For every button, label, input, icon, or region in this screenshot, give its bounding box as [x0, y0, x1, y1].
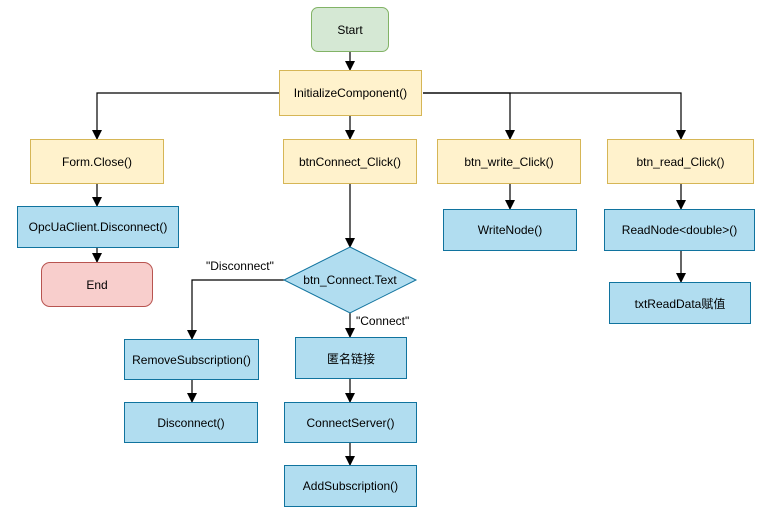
- add-subscription-node: AddSubscription(): [284, 465, 417, 507]
- read-node-node: ReadNode<double>(): [604, 209, 755, 251]
- initialize-component-node: InitializeComponent(): [279, 70, 422, 116]
- write-node-node: WriteNode(): [443, 209, 577, 251]
- edge-label-disconnect: "Disconnect": [205, 259, 275, 273]
- txt-read-data-assign-node: txtReadData赋值: [609, 282, 751, 324]
- remove-subscription-node: RemoveSubscription(): [124, 339, 259, 380]
- edge-init-formclose: [92, 92, 280, 140]
- btn-write-click-node: btn_write_Click(): [437, 139, 581, 184]
- end-node: End: [41, 262, 153, 307]
- edge-init-btnread: [423, 92, 686, 140]
- form-close-node: Form.Close(): [30, 139, 164, 184]
- btn-connect-text-decision: btn_Connect.Text: [303, 273, 397, 287]
- start-node: Start: [311, 7, 389, 52]
- anonymous-link-node: 匿名链接: [295, 337, 407, 379]
- disconnect-node: Disconnect(): [124, 402, 258, 443]
- btn-connect-click-node: btnConnect_Click(): [283, 139, 417, 184]
- btn-connect-text-decision-shape: [282, 246, 418, 314]
- edge-decision-removesub: [187, 279, 284, 340]
- edge-label-connect: "Connect": [355, 314, 411, 328]
- edge-init-btnwrite: [423, 92, 515, 140]
- btn-read-click-node: btn_read_Click(): [607, 139, 754, 184]
- opcua-client-disconnect-node: OpcUaClient.Disconnect(): [17, 206, 179, 248]
- connect-server-node: ConnectServer(): [284, 402, 417, 443]
